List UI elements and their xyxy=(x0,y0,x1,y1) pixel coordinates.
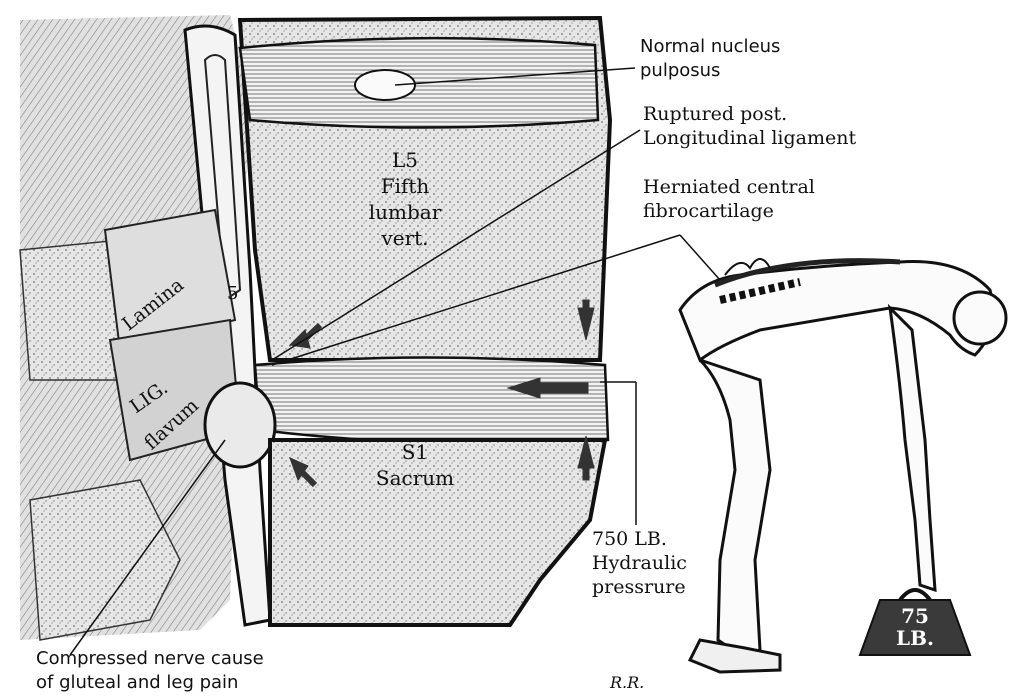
artist-signature: R.R. xyxy=(610,672,644,694)
label-vert: vert. xyxy=(360,226,450,250)
label-lumbar: lumbar xyxy=(360,200,450,224)
label-normal-nucleus-line2: pulposus xyxy=(640,60,720,82)
weight-label-75: 75 xyxy=(875,605,955,627)
weight-label-lb: LB. xyxy=(875,627,955,649)
label-compressed-line2: of gluteal and leg pain xyxy=(36,672,238,694)
label-five: 5 xyxy=(227,283,238,305)
label-s1: S1 xyxy=(385,440,445,464)
label-herniated-line1: Herniated central xyxy=(643,176,815,198)
label-pressure-line3: pressrure xyxy=(592,576,686,598)
label-fifth: Fifth xyxy=(360,174,450,198)
label-sacrum: Sacrum xyxy=(365,466,465,490)
label-ruptured-line1: Ruptured post. xyxy=(643,103,787,125)
label-pressure-line1: 750 LB. xyxy=(592,528,667,550)
label-normal-nucleus-line1: Normal nucleus xyxy=(640,36,780,58)
label-herniated-line2: fibrocartilage xyxy=(643,200,774,222)
bending-person xyxy=(680,259,1006,672)
label-compressed-line1: Compressed nerve cause xyxy=(36,648,264,670)
label-ruptured-line2: Longitudinal ligament xyxy=(643,127,856,149)
label-l5: L5 xyxy=(370,148,440,172)
label-pressure-line2: Hydraulic xyxy=(592,552,687,574)
